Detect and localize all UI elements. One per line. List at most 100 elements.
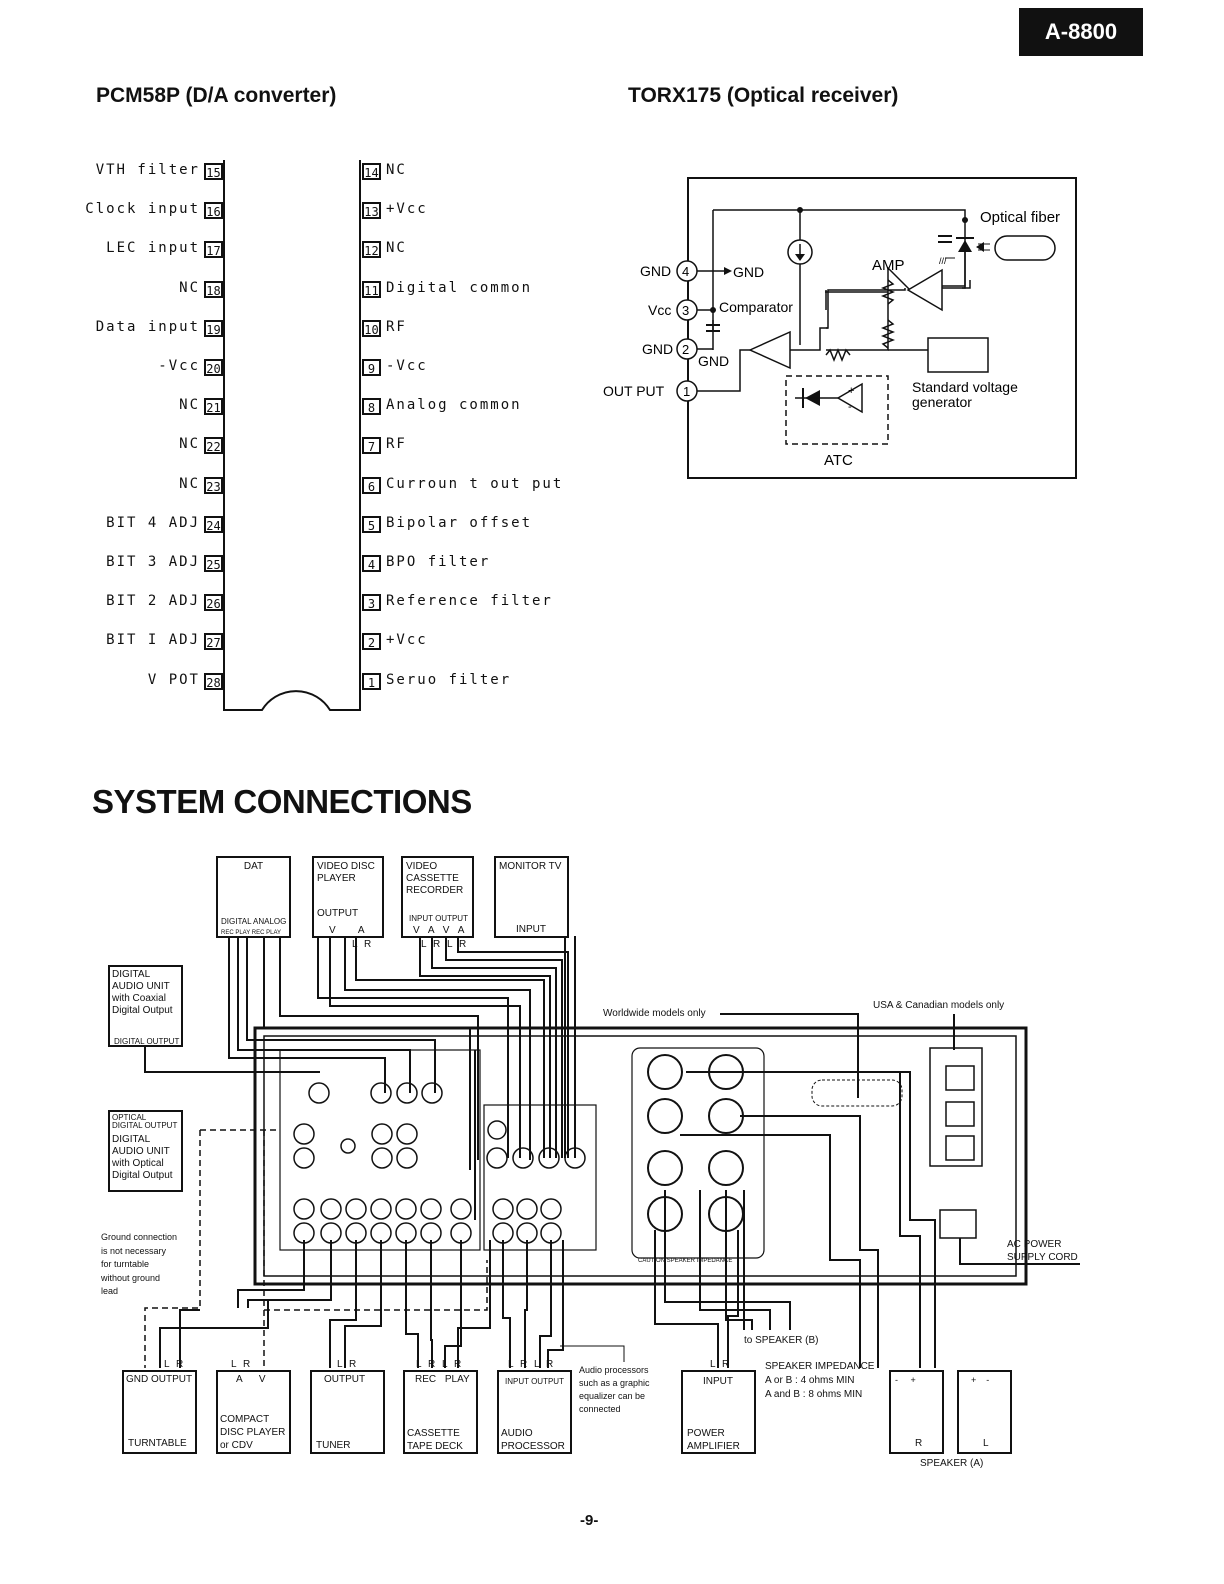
vdp-out: OUTPUT [317,908,359,919]
torx-std-voltage: Standard voltage [912,379,1018,395]
device-audio-processor: INPUT OUTPUT AUDIO PROCESSOR [497,1370,572,1454]
pcm-right-pin-label: NC [386,240,407,257]
pcm-left-pin-label: BIT 3 ADJ [106,554,200,570]
torx-pin4: 4 [682,264,689,279]
vcr-vava: V A V A [413,925,465,936]
pcm-right-pin-label: +Vcc [386,632,428,649]
speaker-a-label: SPEAKER (A) [920,1458,984,1469]
speaker-left-label: L [983,1438,989,1449]
processor-lr: L R L R [508,1359,554,1370]
impedance-l3: A and B : 8 ohms MIN [765,1389,863,1400]
pcm-right-pin-number: 3 [362,594,381,612]
power-amp-lr: L R [710,1359,730,1370]
pcm-left-pin-label: LEC input [106,240,200,257]
device-dau-coax: DIGITAL AUDIO UNIT with Coaxial Digital … [108,965,183,1047]
pcm-left-pin-number: 24 [204,515,223,533]
pcm-left-pin-number: 22 [204,437,223,455]
pcm-right-pin-label: Analog common [386,397,522,414]
pcm-title: PCM58P (D/A converter) [96,84,337,107]
pcm-chip-outline [223,160,361,711]
torx-gnd-out: GND [733,264,764,280]
pcm-right-pin-label: +Vcc [386,201,428,218]
turntable-lr: L R [164,1359,184,1370]
torx-pin2: 2 [682,342,689,357]
impedance-l1: SPEAKER IMPEDANCE [765,1361,875,1372]
pcm-right-pin-number: 12 [362,241,381,259]
power-amp-l1: POWER [687,1428,725,1439]
vcr-line3: RECORDER [406,885,464,896]
dau-coax-l3: with Coaxial [112,993,166,1004]
svg-text:///: /// [939,256,947,266]
pcm-left-pin-number: 16 [204,202,223,220]
pcm-left-pin-number: 20 [204,359,223,376]
pcm-left-pin-label: BIT 2 ADJ [106,593,200,610]
pcm-left-pin-number: 26 [204,594,223,612]
pcm-right-pin-label: Digital common [386,279,533,296]
cd-l3: or CDV [220,1440,253,1451]
device-power-amp: INPUT POWER AMPLIFIER [681,1370,756,1454]
torx-gnd-inner: GND [698,353,729,369]
dau-coax-l2: AUDIO UNIT [112,981,170,992]
processor-note-l2: such as a graphic [579,1378,650,1388]
dat-name: DAT [243,861,264,872]
processor-note: Audio processors such as a graphic equal… [579,1364,650,1416]
power-amp-head: INPUT [703,1376,733,1387]
processor-note-l1: Audio processors [579,1365,649,1375]
deck-lr: L R L R [416,1359,462,1370]
speaker-right: - + R [889,1370,944,1454]
device-tape-deck: REC PLAY CASSETTE TAPE DECK [403,1370,478,1454]
torx-pin1: 1 [683,384,690,399]
device-cd: A V COMPACT DISC PLAYER or CDV [216,1370,291,1454]
torx-gnd-1: GND [640,263,671,279]
impedance-l2: A or B : 4 ohms MIN [765,1375,855,1386]
dau-opt-l3: with Optical [112,1158,164,1169]
turntable-head: GND OUTPUT [126,1374,193,1385]
vdp-lr: L R [352,939,372,950]
pcm-right-pin-number: 10 [362,319,381,337]
deck-head: REC PLAY [415,1374,470,1385]
processor-head: INPUT OUTPUT [505,1377,564,1386]
processor-l2: PROCESSOR [501,1441,565,1452]
svg-text:-: - [848,401,852,413]
pcm-right-pin-label: -Vcc [386,358,428,374]
caution-label: CAUTION SPEAKER IMPEDANCE [638,1258,733,1264]
pcm-right-pin-number: 2 [362,633,381,651]
pcm-right-pin-number: 14 [362,163,381,180]
pcm-left-pin-number: 27 [204,633,223,651]
processor-note-l3: equalizer can be [579,1391,646,1401]
pcm-right-pin-number: 9 [362,359,381,376]
pcm-right-pin-number: 8 [362,398,381,416]
svg-text:+: + [848,385,854,397]
pcm-right-pin-label: RF [386,436,407,453]
torx-generator: generator [912,394,972,410]
dau-coax-l4: Digital Output [112,1005,173,1016]
cd-lr: L R [231,1359,251,1370]
pcm-left-pin-label: -Vcc [158,358,200,374]
torx-diagram: 4 3 2 1 /// Optical fiber AMP + - GND GN [603,177,1077,479]
tuner-lr: L R [337,1359,357,1370]
device-dat: DAT DIGITAL ANALOG REC PLAY REC PLAY [216,856,291,938]
to-speaker-b: to SPEAKER (B) [744,1335,819,1346]
turntable-name: TURNTABLE [128,1438,187,1449]
pcm-left-pin-number: 19 [204,319,223,337]
pcm-right-pin-number: 5 [362,515,381,533]
pcm-left-pin-label: VTH filter [95,162,200,178]
torx-title: TORX175 (Optical receiver) [628,84,899,107]
ground-note-l4: without ground [101,1272,161,1283]
system-wiring [144,936,1080,1368]
pcm-left-pin-label: V POT [147,671,200,688]
page-number: -9- [580,1512,599,1529]
model-badge: A-8800 [1019,8,1143,56]
vcr-io: INPUT OUTPUT [409,914,468,923]
pcm-left-pin-label: BIT I ADJ [106,632,200,649]
pcm-left-pin-label: Data input [95,318,200,335]
torx-gnd-2: GND [642,341,673,357]
cd-l1: COMPACT [220,1414,270,1425]
torx-amp: AMP [872,257,905,274]
ground-note: Ground connection is not necessary for t… [101,1231,177,1299]
dau-opt-l1: DIGITAL [112,1134,151,1145]
speaker-right-label: R [915,1438,923,1449]
dat-sub: DIGITAL ANALOG [221,917,287,926]
pcm-left-pin-label: Clock input [85,201,200,218]
cd-head: A V [236,1374,266,1385]
